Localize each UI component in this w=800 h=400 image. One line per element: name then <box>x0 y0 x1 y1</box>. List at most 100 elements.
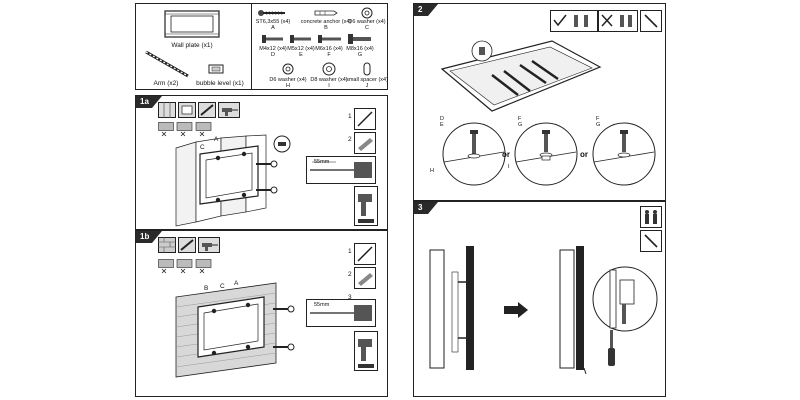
washer-h-icon <box>282 63 294 75</box>
hammer-screwdriver-icon <box>354 108 376 130</box>
pencil-1b-icon <box>178 237 196 253</box>
drill-depth-1b-icon <box>306 299 376 327</box>
screwdriver-tighten-icon <box>608 330 615 366</box>
anchor-b-name: concrete anchor (x4) <box>300 19 352 25</box>
washer-c-letter: C <box>365 25 369 31</box>
bolt-d-icon <box>262 35 283 43</box>
step-1a-number: 1a <box>140 97 149 106</box>
step-1a-panel: 1a <box>135 95 388 230</box>
screw-a-name: ST6,3x55 (x4) <box>255 19 291 25</box>
callout-i-2: I <box>508 164 510 170</box>
parts-panel: Wall plate (x1) Arm (x2) bubble level (x… <box>135 3 388 90</box>
washer-i-letter: I <box>328 83 330 89</box>
bolt-g-letter: G <box>357 52 363 58</box>
wood-screw-icon <box>258 10 285 16</box>
bolt-e-letter: E <box>299 52 303 58</box>
hammer-screwdriver-1b-icon <box>354 243 376 265</box>
detail-circle-1 <box>442 122 506 186</box>
callout-c-1a: C <box>200 144 205 151</box>
callout-g-2b: G <box>596 122 601 128</box>
step-1b-bar: 1b <box>136 231 162 243</box>
wall-plate-icon <box>164 10 220 38</box>
callout-b-1b: B <box>204 285 209 292</box>
screwdriver-3-icon <box>640 230 662 252</box>
concrete-anchor-icon <box>314 10 338 16</box>
bolt-d-letter: D <box>271 52 275 58</box>
step-2-panel: 2 D E H or <box>413 3 666 201</box>
substep-1-1b: 1 <box>348 248 352 255</box>
callout-f-2: F <box>518 116 522 122</box>
bolt-e-name: M5x12 (x4) <box>287 46 315 52</box>
bubble-level-label: bubble level (x1) <box>196 80 244 87</box>
screw-a-letter: A <box>271 25 275 31</box>
callout-d-2: D <box>440 116 444 122</box>
step-3-bar: 3 <box>414 202 438 214</box>
parts-divider <box>251 4 252 89</box>
callout-h-2: H <box>430 168 434 174</box>
washer-h-letter: H <box>286 83 290 89</box>
arm-label: Arm (x2) <box>153 80 179 87</box>
spacer-j-icon <box>363 62 371 76</box>
wood-wall-icon <box>158 102 176 118</box>
substep-2-1a: 2 <box>348 136 352 143</box>
step-3-number: 3 <box>418 203 423 212</box>
step-1b-panel: 1b B C A <box>135 230 388 397</box>
washer-c-name: D6 washer (x4) <box>348 19 386 25</box>
callout-e-2: E <box>440 122 444 128</box>
detail-circle-3 <box>592 122 656 186</box>
step-2-number: 2 <box>418 5 423 14</box>
washer-c-icon <box>361 7 373 19</box>
mark-icon <box>354 132 376 154</box>
lock-detail-circle <box>592 266 658 332</box>
drill-icon <box>218 102 240 118</box>
drill-depth-icon <box>306 156 376 184</box>
side-view-before <box>429 246 474 370</box>
step-1b-number: 1b <box>140 232 150 241</box>
substep-1-1a: 1 <box>348 113 352 120</box>
correct-orientation-icon <box>550 10 598 32</box>
step-1a-bar: 1a <box>136 96 162 108</box>
wood-wall-plate-illustration <box>175 134 267 227</box>
mark-1b-icon <box>354 267 376 289</box>
or-label-2: or <box>580 150 588 159</box>
bolt-g-icon <box>348 34 371 44</box>
washer-h-name: D6 washer (x4) <box>269 77 307 83</box>
callout-c-1b: C <box>220 283 225 290</box>
anchor-b-letter: B <box>324 25 328 31</box>
substep-3-1b: 3 <box>348 294 352 301</box>
bolt-d-name: M4x12 (x4) <box>259 46 287 52</box>
spacer-j-name: small spacer (x4) <box>346 77 388 83</box>
callout-a-1b: A <box>234 280 239 287</box>
stud-finder-icon <box>178 102 196 118</box>
next-arrow-icon <box>504 302 528 318</box>
brick-wall-icon <box>158 237 176 253</box>
screw-insert-1b-icon <box>273 305 295 351</box>
callout-g-2: G <box>518 122 523 128</box>
substep-2-1b: 2 <box>348 271 352 278</box>
parts-chips-icon <box>158 122 212 137</box>
brick-wall-plate-illustration <box>175 282 277 378</box>
bolt-e-icon <box>290 35 311 43</box>
bolt-f-name: M6x16 (x4) <box>315 46 343 52</box>
or-label-1: or <box>502 150 510 159</box>
step-3-panel: 3 <box>413 201 666 397</box>
side-view-after <box>559 246 587 375</box>
screw-insert-1a-icon <box>256 135 291 194</box>
drill-power-1b-icon <box>354 331 378 371</box>
bubble-level-icon <box>208 64 224 74</box>
step-2-bar: 2 <box>414 4 438 16</box>
two-person-icon <box>640 206 662 228</box>
wall-plate-label: Wall plate (x1) <box>171 42 213 49</box>
tv-back-illustration <box>440 40 602 112</box>
pencil-icon <box>198 102 216 118</box>
wrong-orientation-icon <box>598 10 638 32</box>
screwdriver-2-icon <box>640 10 662 32</box>
callout-f-2b: F <box>596 116 600 122</box>
drill-1b-icon <box>198 237 220 253</box>
bolt-g-name: M8x16 (x4) <box>346 46 374 52</box>
washer-i-icon <box>322 62 336 76</box>
spacer-j-letter: J <box>365 83 369 89</box>
parts-chips-1b-icon <box>158 259 212 274</box>
callout-a-1a: A <box>214 136 219 143</box>
washer-i-name: D8 washer (x4) <box>310 77 348 83</box>
